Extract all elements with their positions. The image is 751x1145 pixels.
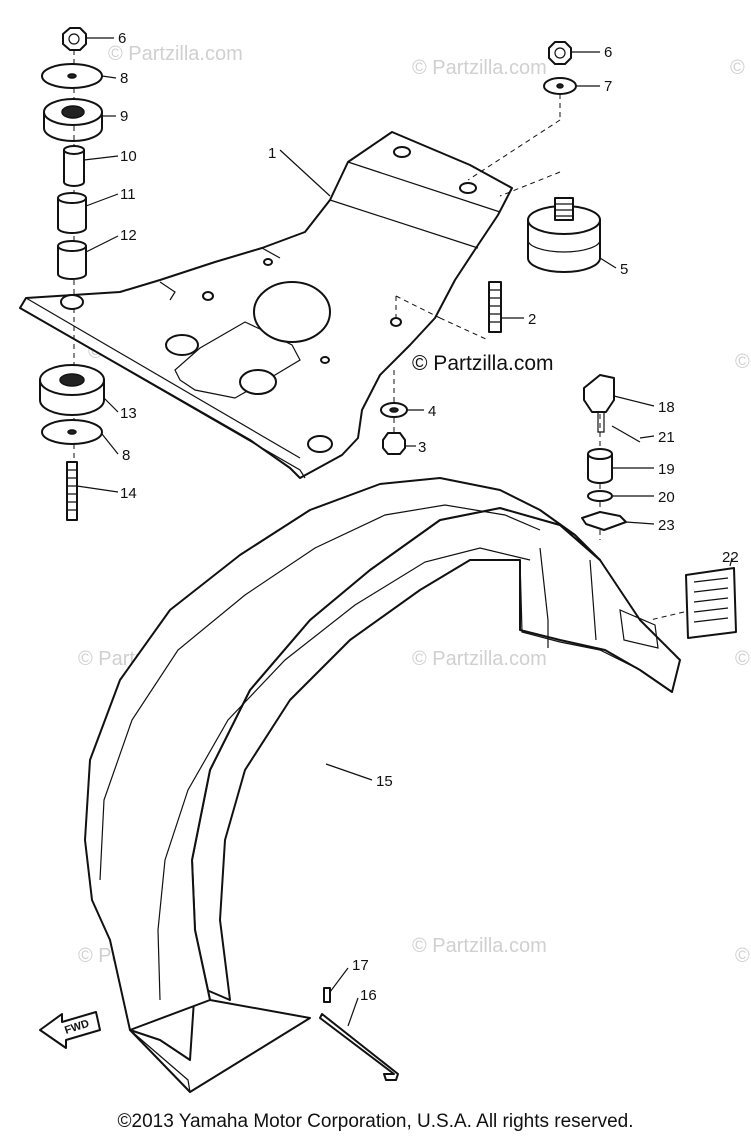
nut-6-right [548, 41, 572, 65]
reflector-22 [685, 567, 737, 639]
callout-7: 7 [604, 78, 612, 95]
watermark: © Partzilla.com [108, 43, 243, 65]
rear-right-hardware [581, 374, 737, 639]
pin-21 [611, 425, 641, 443]
assembly-lines [73, 50, 685, 621]
collar-12 [57, 245, 87, 280]
left-lower-mount-stack [39, 364, 105, 521]
watermark: © Partzilla.com [412, 935, 547, 957]
watermark: © Partzilla.com [412, 648, 547, 670]
callout-20: 20 [658, 489, 675, 506]
nut-3 [382, 432, 406, 455]
callout-8: 8 [122, 447, 130, 464]
callout-5: 5 [620, 261, 628, 278]
callout-19: 19 [658, 461, 675, 478]
callout-6: 6 [118, 30, 126, 47]
callout-16: 16 [360, 987, 377, 1004]
collar-11 [57, 197, 87, 234]
pin-17 [323, 987, 331, 1003]
callout-labels: 1 2 3 4 5 6 6 7 8 8 9 10 11 12 13 14 15 … [118, 30, 739, 1004]
callout-23: 23 [658, 517, 675, 534]
callout-2: 2 [528, 311, 536, 328]
fender-stay-hardware [319, 987, 399, 1081]
callout-6: 6 [604, 44, 612, 61]
stay-16 [319, 1013, 399, 1081]
watermark: © Partzilla.com [735, 648, 751, 670]
stud-14 [66, 461, 78, 521]
callout-14: 14 [120, 485, 137, 502]
callout-11: 11 [120, 186, 136, 203]
washer-20 [587, 490, 613, 502]
watermark-dark: © Partzilla.com [412, 352, 554, 375]
callout-22: 22 [722, 549, 739, 566]
collar-10 [63, 149, 85, 187]
watermark: © Partzilla.com [730, 57, 751, 79]
callout-10: 10 [120, 148, 137, 165]
callout-17: 17 [352, 957, 369, 974]
callout-13: 13 [120, 405, 137, 422]
right-mount-stack [380, 41, 601, 455]
bracket-plate [19, 131, 513, 479]
callout-4: 4 [428, 403, 436, 420]
cap-19 [587, 453, 613, 484]
watermark: © Partzilla.com [735, 351, 751, 373]
knob-18 [583, 374, 615, 413]
stud-2 [488, 281, 502, 333]
callout-8: 8 [120, 70, 128, 87]
forward-direction-arrow: FWD [39, 1011, 101, 1049]
callout-1: 1 [268, 145, 276, 162]
callout-3: 3 [418, 439, 426, 456]
callout-21: 21 [658, 429, 675, 446]
callout-12: 12 [120, 227, 137, 244]
watermark: © Partzilla.com [735, 945, 751, 967]
callout-9: 9 [120, 108, 128, 125]
callout-18: 18 [658, 399, 675, 416]
clip-23 [581, 511, 627, 531]
callout-leaders [76, 37, 733, 1027]
left-upper-mount-stack [41, 27, 103, 280]
rear-fender [84, 477, 681, 1093]
copyright-notice: ©2013 Yamaha Motor Corporation, U.S.A. A… [117, 1111, 634, 1132]
nut-6 [62, 27, 87, 51]
watermark: © Partzilla.com [412, 57, 547, 79]
callout-15: 15 [376, 773, 393, 790]
